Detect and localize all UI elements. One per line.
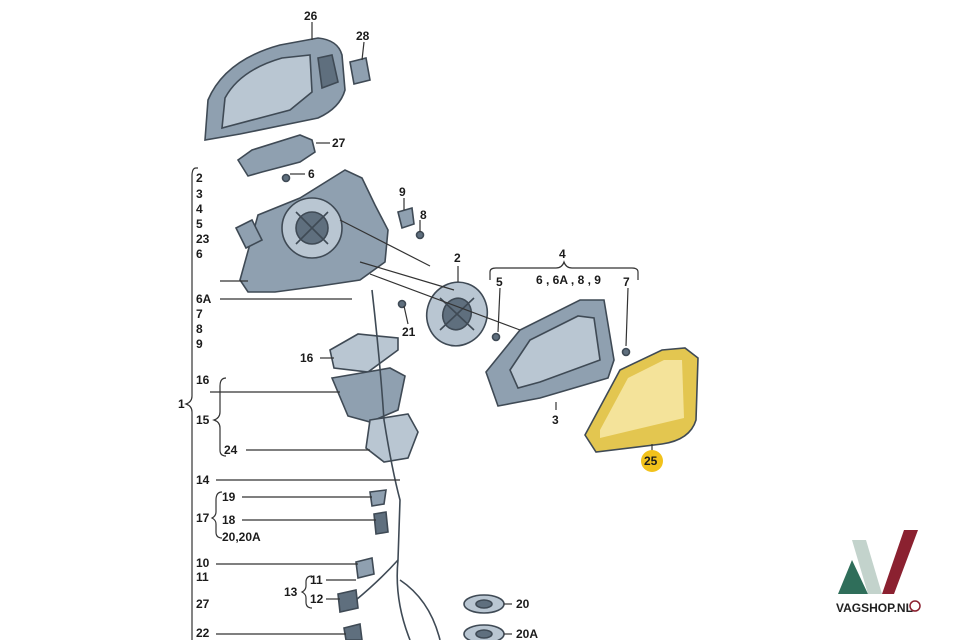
col-label-3: 3: [196, 187, 203, 201]
label-6-top: 6: [308, 167, 315, 181]
vagshop-logo: VAGSHOP.NL: [836, 530, 921, 615]
col-label-16: 16: [196, 373, 210, 387]
col-label-2: 2: [196, 171, 203, 185]
col-label-11b: 11: [310, 573, 323, 587]
col-label-7: 7: [196, 307, 203, 321]
screw-21-part[interactable]: [397, 299, 407, 309]
wiring-harness-part[interactable]: [355, 289, 441, 640]
brace-group-4: [489, 260, 639, 280]
brace-group-15: [212, 377, 227, 457]
clip-part[interactable]: [349, 57, 371, 85]
label-16: 16: [300, 351, 314, 365]
col-label-9: 9: [196, 337, 203, 351]
mirror-base-part[interactable]: [239, 169, 389, 293]
col-label-24: 24: [224, 443, 238, 457]
brace-group-17: [210, 491, 223, 539]
label-26: 26: [304, 9, 318, 23]
col-label-20-20A: 20,20A: [222, 530, 261, 544]
label-27-top: 27: [332, 136, 346, 150]
callout-labels: 26 28 27 6 2 3 4 5 23 6 6A 7 8 9 9 8 21 …: [178, 9, 663, 640]
screw-6-part[interactable]: [281, 173, 291, 183]
col-label-27: 27: [196, 597, 210, 611]
logo-clock-icon: [909, 600, 921, 612]
grommet-24-part[interactable]: [365, 413, 419, 463]
connector-22-part[interactable]: [343, 623, 363, 640]
col-label-23: 23: [196, 232, 210, 246]
label-20A: 20A: [516, 627, 538, 640]
label-20: 20: [516, 597, 530, 611]
label-9: 9: [399, 185, 406, 199]
col-label-15: 15: [196, 413, 210, 427]
col-label-17: 17: [196, 511, 210, 525]
col-label-12: 12: [310, 592, 324, 606]
mirror-frame-part[interactable]: [485, 299, 615, 407]
col-label-6: 6: [196, 247, 203, 261]
logo-text: VAGSHOP.NL: [836, 601, 913, 615]
col-label-10: 10: [196, 556, 210, 570]
label-25: 25: [644, 454, 658, 468]
screw-8-part[interactable]: [415, 230, 425, 240]
label-6-group: 6 , 6A , 8 , 9: [536, 273, 601, 287]
label-4: 4: [559, 247, 566, 261]
bracket-part[interactable]: [236, 134, 316, 177]
brace-group-13: [300, 575, 313, 609]
seal-16-part[interactable]: [329, 333, 399, 373]
col-label-13: 13: [284, 585, 298, 599]
connector-19-part[interactable]: [369, 489, 387, 507]
connector-12-part[interactable]: [337, 589, 359, 613]
col-label-1: 1: [178, 397, 185, 411]
connector-11-part[interactable]: [355, 557, 375, 579]
screw-7-part[interactable]: [621, 347, 631, 357]
grommet-20A-part[interactable]: [463, 624, 505, 640]
label-2: 2: [454, 251, 461, 265]
col-label-8: 8: [196, 322, 203, 336]
mirror-glass-part[interactable]: [584, 347, 699, 453]
label-25-badge: 25: [641, 450, 663, 472]
label-7: 7: [623, 275, 630, 289]
col-label-14: 14: [196, 473, 210, 487]
housing-15-part[interactable]: [330, 367, 406, 423]
adjuster-ring-part[interactable]: [418, 274, 496, 355]
col-label-4: 4: [196, 202, 203, 216]
label-8: 8: [420, 208, 427, 222]
label-3: 3: [552, 413, 559, 427]
mirror-cover-part[interactable]: [204, 37, 346, 141]
col-label-6A: 6A: [196, 292, 212, 306]
col-label-22: 22: [196, 626, 210, 640]
col-label-11: 11: [196, 570, 209, 584]
leader-lines: [210, 22, 653, 635]
screw-5-part[interactable]: [491, 332, 501, 342]
col-label-19: 19: [222, 490, 236, 504]
brace-group-main: [184, 167, 198, 640]
grommet-20-part[interactable]: [463, 594, 505, 614]
connector-18-part[interactable]: [373, 511, 389, 535]
col-label-18: 18: [222, 513, 236, 527]
col-label-5: 5: [196, 217, 203, 231]
motor-23-part[interactable]: [234, 218, 264, 250]
label-5: 5: [496, 275, 503, 289]
clip-9-part[interactable]: [397, 206, 415, 230]
label-21: 21: [402, 325, 416, 339]
label-28: 28: [356, 29, 370, 43]
